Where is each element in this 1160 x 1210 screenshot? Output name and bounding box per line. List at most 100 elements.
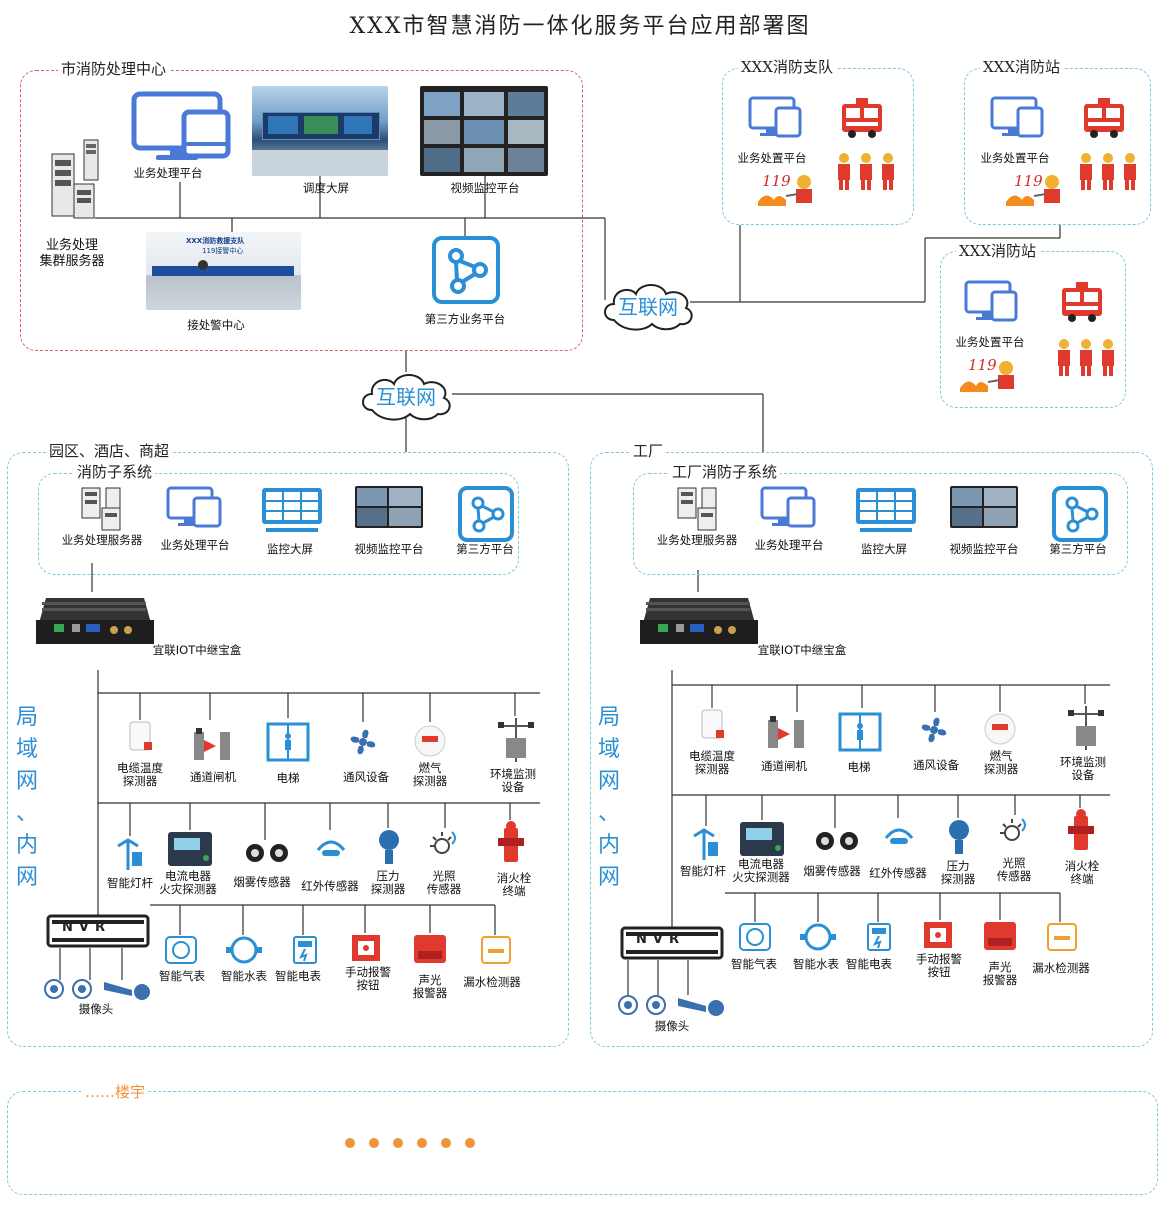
park-nvr-icon: [46, 914, 150, 948]
f-current-detector-icon: [740, 822, 784, 856]
factory-r1-2: 电梯: [847, 760, 871, 774]
park-third-party-label: 第三方平台: [456, 542, 514, 556]
f-gas-meter-icon: [739, 923, 771, 951]
city-center-label: 市消防处理中心: [58, 60, 170, 78]
f-siren-icon: [984, 922, 1016, 950]
factory-video-photo: [950, 486, 1018, 528]
brigade-platform-label: 业务处置平台: [737, 151, 807, 165]
factory-platform-label: 业务处理平台: [754, 538, 824, 552]
factory-r2-6: 消火栓 终端: [1064, 859, 1100, 886]
f-alarm-button-icon: [924, 922, 952, 948]
infrared-sensor-icon: [316, 840, 346, 856]
env-monitor-icon: [498, 718, 534, 762]
factory-r1-1: 通道闸机: [761, 759, 807, 773]
factory-r2-5: 光照 传感器: [996, 856, 1032, 883]
factory-gateway-icon: [640, 598, 758, 644]
factory-nvr-label: NVR: [636, 932, 685, 947]
f-fan-icon: [921, 717, 947, 743]
park-box: [7, 452, 569, 1047]
park-camera-label: 摄像头: [78, 1002, 114, 1016]
f-gas-detector-icon: [984, 713, 1016, 745]
brigade-monitor-icon: [748, 96, 802, 138]
brigade-119: 119: [762, 172, 791, 190]
current-detector-icon: [168, 832, 212, 866]
park-lan-label: 局域网、内网: [15, 705, 38, 890]
factory-r2-4: 压力 探测器: [940, 859, 976, 886]
alarm-photo-text: XXX消防救援支队: [186, 237, 245, 245]
f-leak-detector-icon: [1047, 923, 1077, 951]
factory-subsystem-label: 工厂消防子系统: [669, 463, 781, 481]
park-r1-2: 电梯: [276, 771, 300, 785]
f-pressure-detector-icon: [949, 820, 969, 854]
f-gate-icon: [768, 716, 804, 748]
factory-third-party-label: 第三方平台: [1049, 542, 1107, 556]
park-r3-2: 智能电表: [275, 969, 321, 983]
park-screen-icon: [262, 488, 322, 532]
park-platform-icon: [166, 486, 222, 528]
park-camera-icons: [44, 979, 150, 1000]
factory-platform-icon: [760, 486, 816, 528]
cluster-server-label: 业务处理 集群服务器: [39, 238, 105, 269]
factory-r2-2: 烟雾传感器: [803, 864, 861, 878]
factory-label: 工厂: [630, 442, 667, 460]
park-r2-5: 光照 传感器: [426, 869, 462, 896]
factory-camera-label: 摄像头: [654, 1019, 690, 1033]
building-label: ……楼宇: [82, 1081, 149, 1102]
factory-r2-0: 智能灯杆: [680, 864, 726, 878]
station1-monitor-icon: [990, 96, 1044, 138]
hydrant-icon: [498, 821, 524, 862]
alarm-center-label: 接处警中心: [187, 318, 245, 332]
factory-third-party-icon: [1052, 486, 1108, 542]
smoke-sensor-icon: [246, 844, 288, 862]
park-r1-3: 通风设备: [343, 770, 389, 784]
page-title: XXX市智慧消防一体化服务平台应用部署图: [349, 14, 811, 39]
dispatch-screen-label: 调度大屏: [303, 181, 349, 195]
f-env-monitor-icon: [1068, 706, 1104, 750]
factory-r1-0: 电缆温度 探测器: [689, 749, 735, 776]
pressure-detector-icon: [379, 830, 399, 864]
park-r3-4: 声光 报警器: [412, 973, 448, 1000]
factory-server-label: 业务处理服务器: [656, 533, 738, 547]
light-sensor-icon: [430, 831, 456, 854]
factory-video-label: 视频监控平台: [949, 542, 1019, 556]
gate-icon: [194, 728, 230, 760]
park-platform-label: 业务处理平台: [160, 538, 230, 552]
park-r2-2: 烟雾传感器: [233, 875, 291, 889]
park-subsystem-label: 消防子系统: [74, 463, 156, 481]
park-subsystem-box: [38, 473, 519, 575]
alarm-button-icon: [352, 935, 380, 961]
station2-119: 119: [968, 356, 997, 374]
factory-box: [590, 452, 1153, 1047]
park-video-photo: [355, 486, 423, 528]
park-server-label: 业务处理服务器: [61, 533, 143, 547]
factory-gateway-label: 宜联IOT中继宝盒: [757, 643, 847, 657]
f-cable-temp-icon: [701, 709, 724, 739]
factory-server-icon: [677, 487, 717, 531]
f-infrared-sensor-icon: [884, 828, 914, 844]
alarm-photo-sub: 119接警中心: [202, 247, 244, 255]
park-server-icon: [81, 487, 121, 531]
station1-platform-label: 业务处置平台: [980, 151, 1050, 165]
brigade-label: XXX消防支队: [738, 58, 837, 76]
park-r3-5: 漏水检测器: [463, 975, 521, 989]
factory-r1-4: 燃气 探测器: [983, 749, 1019, 776]
park-label: 园区、酒店、商超: [46, 442, 173, 460]
internet-label-right: 互联网: [618, 295, 678, 319]
alarm-center-photo: XXX消防救援支队 119接警中心: [146, 232, 301, 310]
factory-r3-3: 手动报警 按钮: [916, 952, 962, 979]
building-box: [7, 1091, 1158, 1195]
park-r3-3: 手动报警 按钮: [345, 965, 391, 992]
factory-r3-0: 智能气表: [731, 957, 777, 971]
park-r3-1: 智能水表: [221, 969, 267, 983]
water-meter-icon: [226, 936, 262, 964]
park-r2-3: 红外传感器: [301, 879, 359, 893]
f-smoke-sensor-icon: [816, 832, 858, 850]
park-nvr-label: NVR: [62, 920, 111, 935]
factory-r3-4: 声光 报警器: [982, 960, 1018, 987]
park-r2-4: 压力 探测器: [370, 869, 406, 896]
dispatch-screen-photo: [252, 86, 388, 176]
siren-icon: [414, 935, 446, 963]
gas-detector-icon: [414, 725, 446, 757]
gas-meter-icon: [165, 936, 197, 964]
park-r2-0: 智能灯杆: [107, 876, 153, 890]
